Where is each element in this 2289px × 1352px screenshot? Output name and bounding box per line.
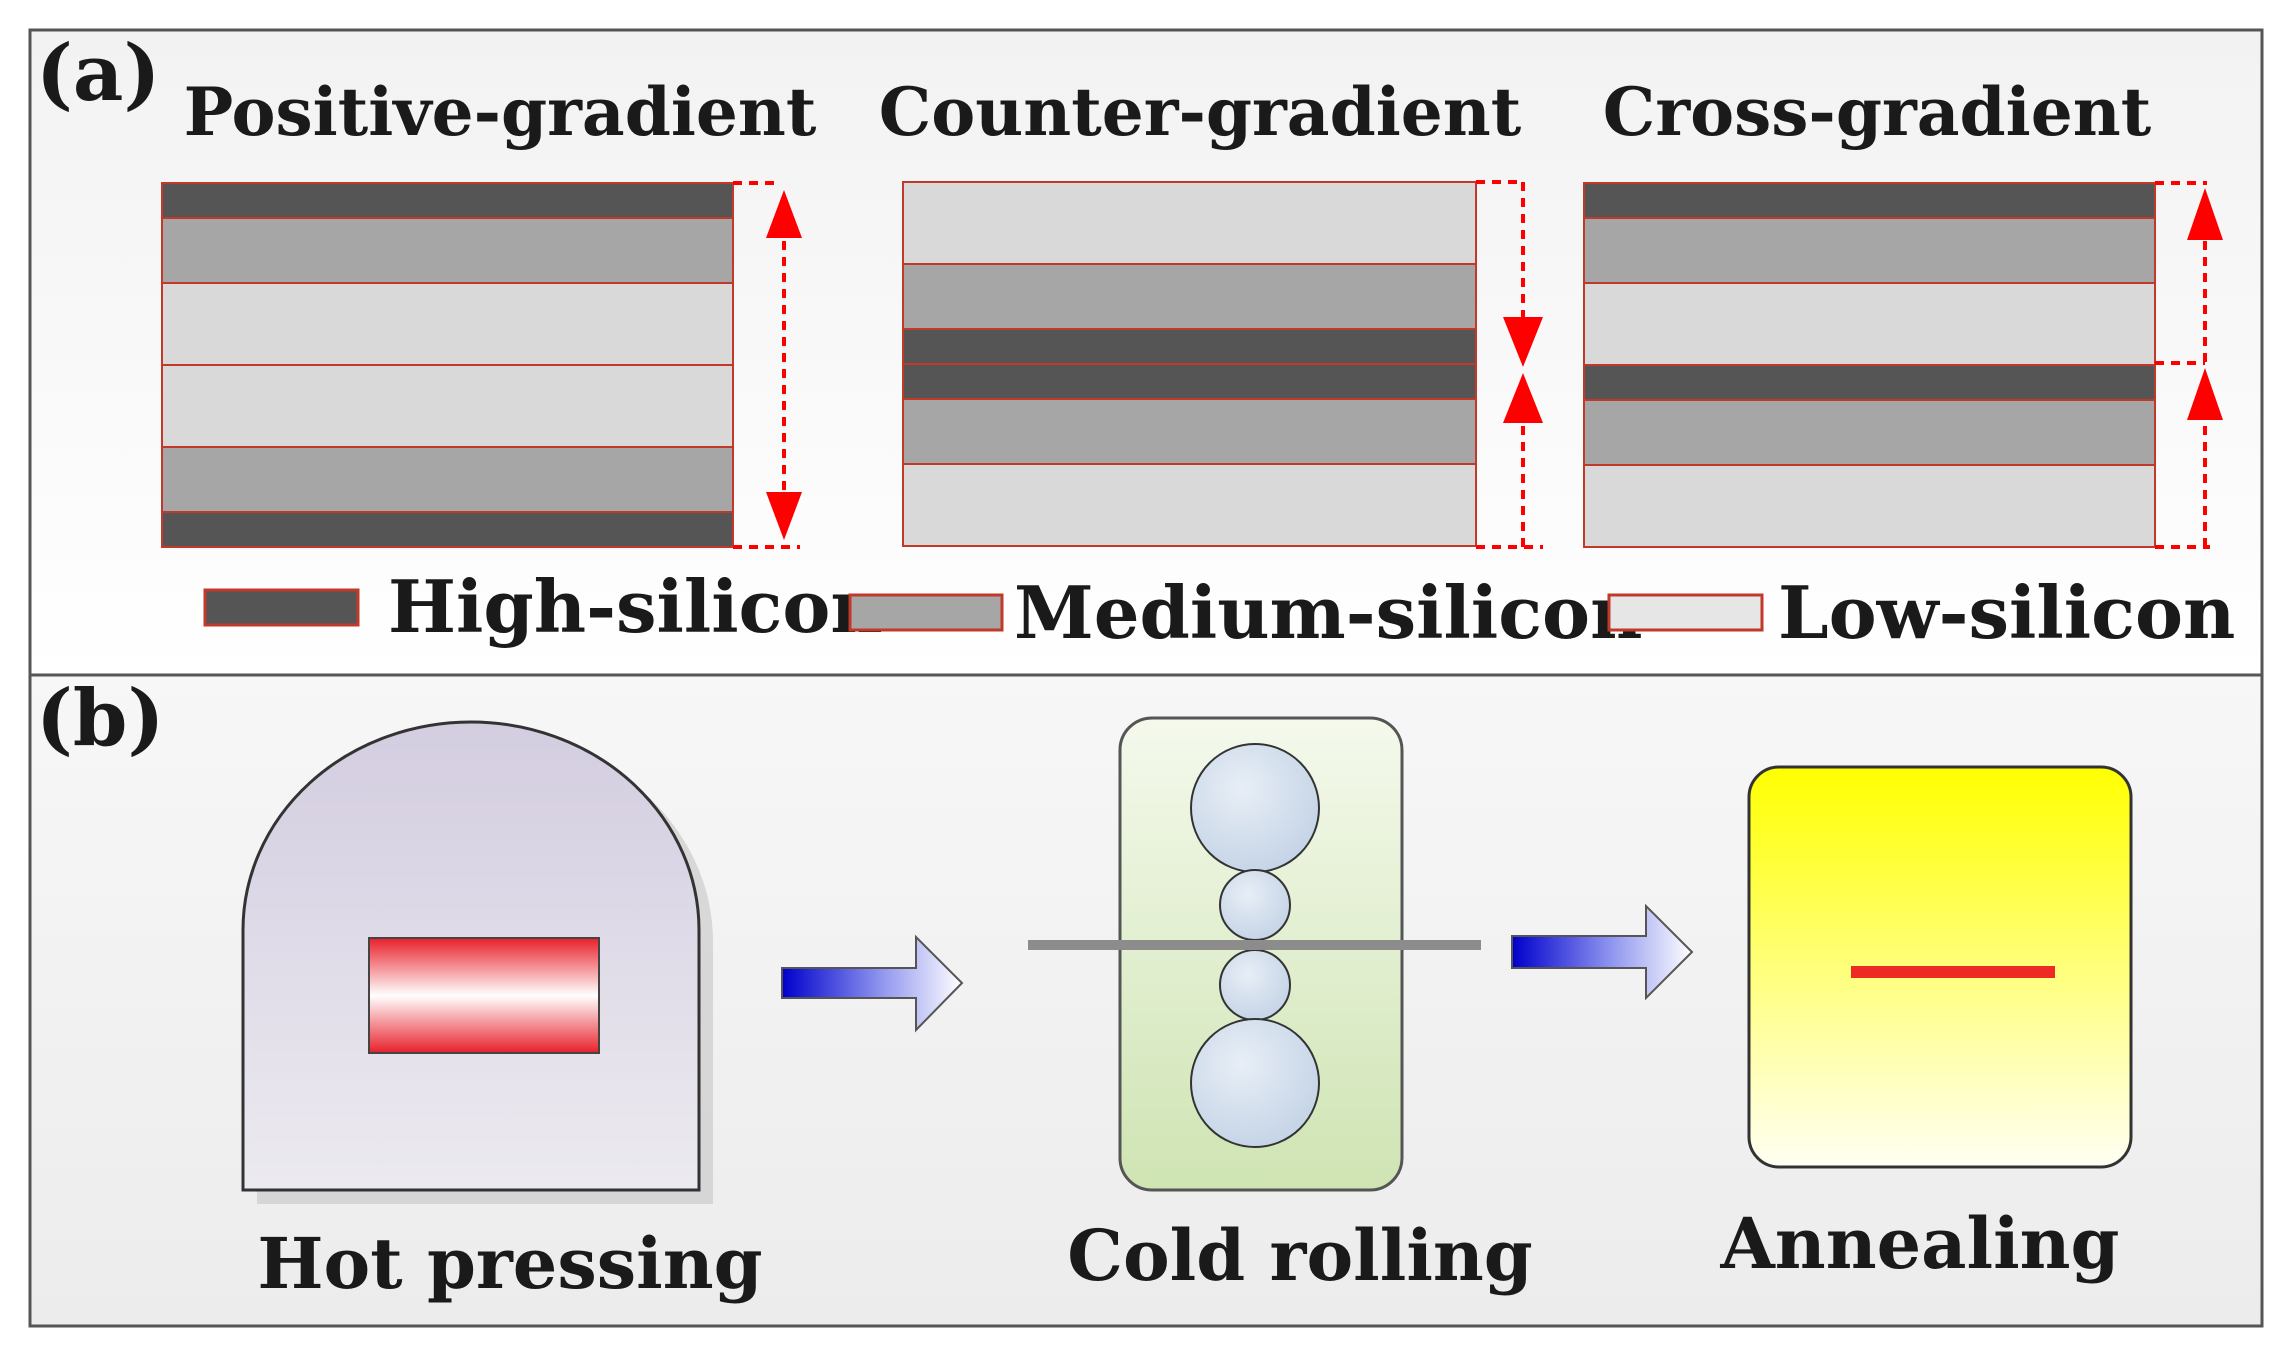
- rolled-sheet: [1028, 940, 1481, 950]
- medium-silicon-layer: [161, 217, 734, 284]
- hot-press-chamber: [241, 720, 713, 1204]
- medium-silicon-layer: [902, 398, 1477, 465]
- panel-b-label: (b): [36, 673, 164, 764]
- positive-gradient-arrow: [733, 181, 802, 549]
- counter-gradient-arrow: [1476, 180, 1543, 549]
- counter-gradient-title: Counter-gradient: [879, 73, 1522, 151]
- high-silicon-swatch: [203, 588, 360, 627]
- positive-gradient-title: Positive-gradient: [184, 73, 817, 151]
- low-silicon-layer: [902, 463, 1477, 547]
- annealing-label: Annealing: [1719, 1202, 2119, 1285]
- low-silicon-swatch: [1607, 593, 1764, 632]
- medium-silicon-layer: [161, 446, 734, 513]
- flow-arrow-2: [1511, 903, 1694, 1001]
- lower-backup-roll: [1190, 1018, 1320, 1148]
- high-silicon-layer: [1583, 182, 2156, 219]
- cross-gradient-title: Cross-gradient: [1603, 73, 2152, 151]
- low-silicon-layer: [161, 364, 734, 448]
- upper-backup-roll: [1190, 743, 1320, 873]
- counter-gradient-stack: [902, 181, 1477, 547]
- hot-press-sample: [368, 937, 600, 1054]
- cross-gradient-stack: [1583, 182, 2156, 548]
- annealing-furnace: [1747, 765, 2133, 1169]
- upper-work-roll: [1219, 869, 1291, 941]
- low-silicon-layer: [1583, 282, 2156, 366]
- high-silicon-layer: [1583, 364, 2156, 401]
- low-silicon-label: Low-silicon: [1778, 570, 2235, 655]
- cold-rolling-label: Cold rolling: [1067, 1214, 1533, 1297]
- low-silicon-layer: [1583, 464, 2156, 548]
- annealed-sheet: [1851, 966, 2055, 978]
- rolling-mill: [1028, 716, 1481, 1192]
- low-silicon-layer: [161, 282, 734, 366]
- high-silicon-layer: [902, 328, 1477, 365]
- high-silicon-label: High-silicon: [388, 564, 883, 649]
- medium-silicon-swatch: [848, 593, 1004, 632]
- medium-silicon-layer: [1583, 217, 2156, 284]
- hot-pressing-label: Hot pressing: [257, 1222, 762, 1305]
- flow-arrow-1: [781, 934, 964, 1033]
- lower-work-roll: [1219, 949, 1291, 1021]
- high-silicon-layer: [902, 363, 1477, 400]
- cross-gradient-arrow: [2155, 181, 2223, 549]
- high-silicon-layer: [161, 511, 734, 548]
- medium-silicon-layer: [902, 263, 1477, 330]
- medium-silicon-layer: [1583, 399, 2156, 466]
- panel-a-label: (a): [36, 28, 160, 119]
- medium-silicon-label: Medium-silicon: [1014, 570, 1642, 655]
- low-silicon-layer: [902, 181, 1477, 265]
- high-silicon-layer: [161, 182, 734, 219]
- positive-gradient-stack: [161, 182, 734, 548]
